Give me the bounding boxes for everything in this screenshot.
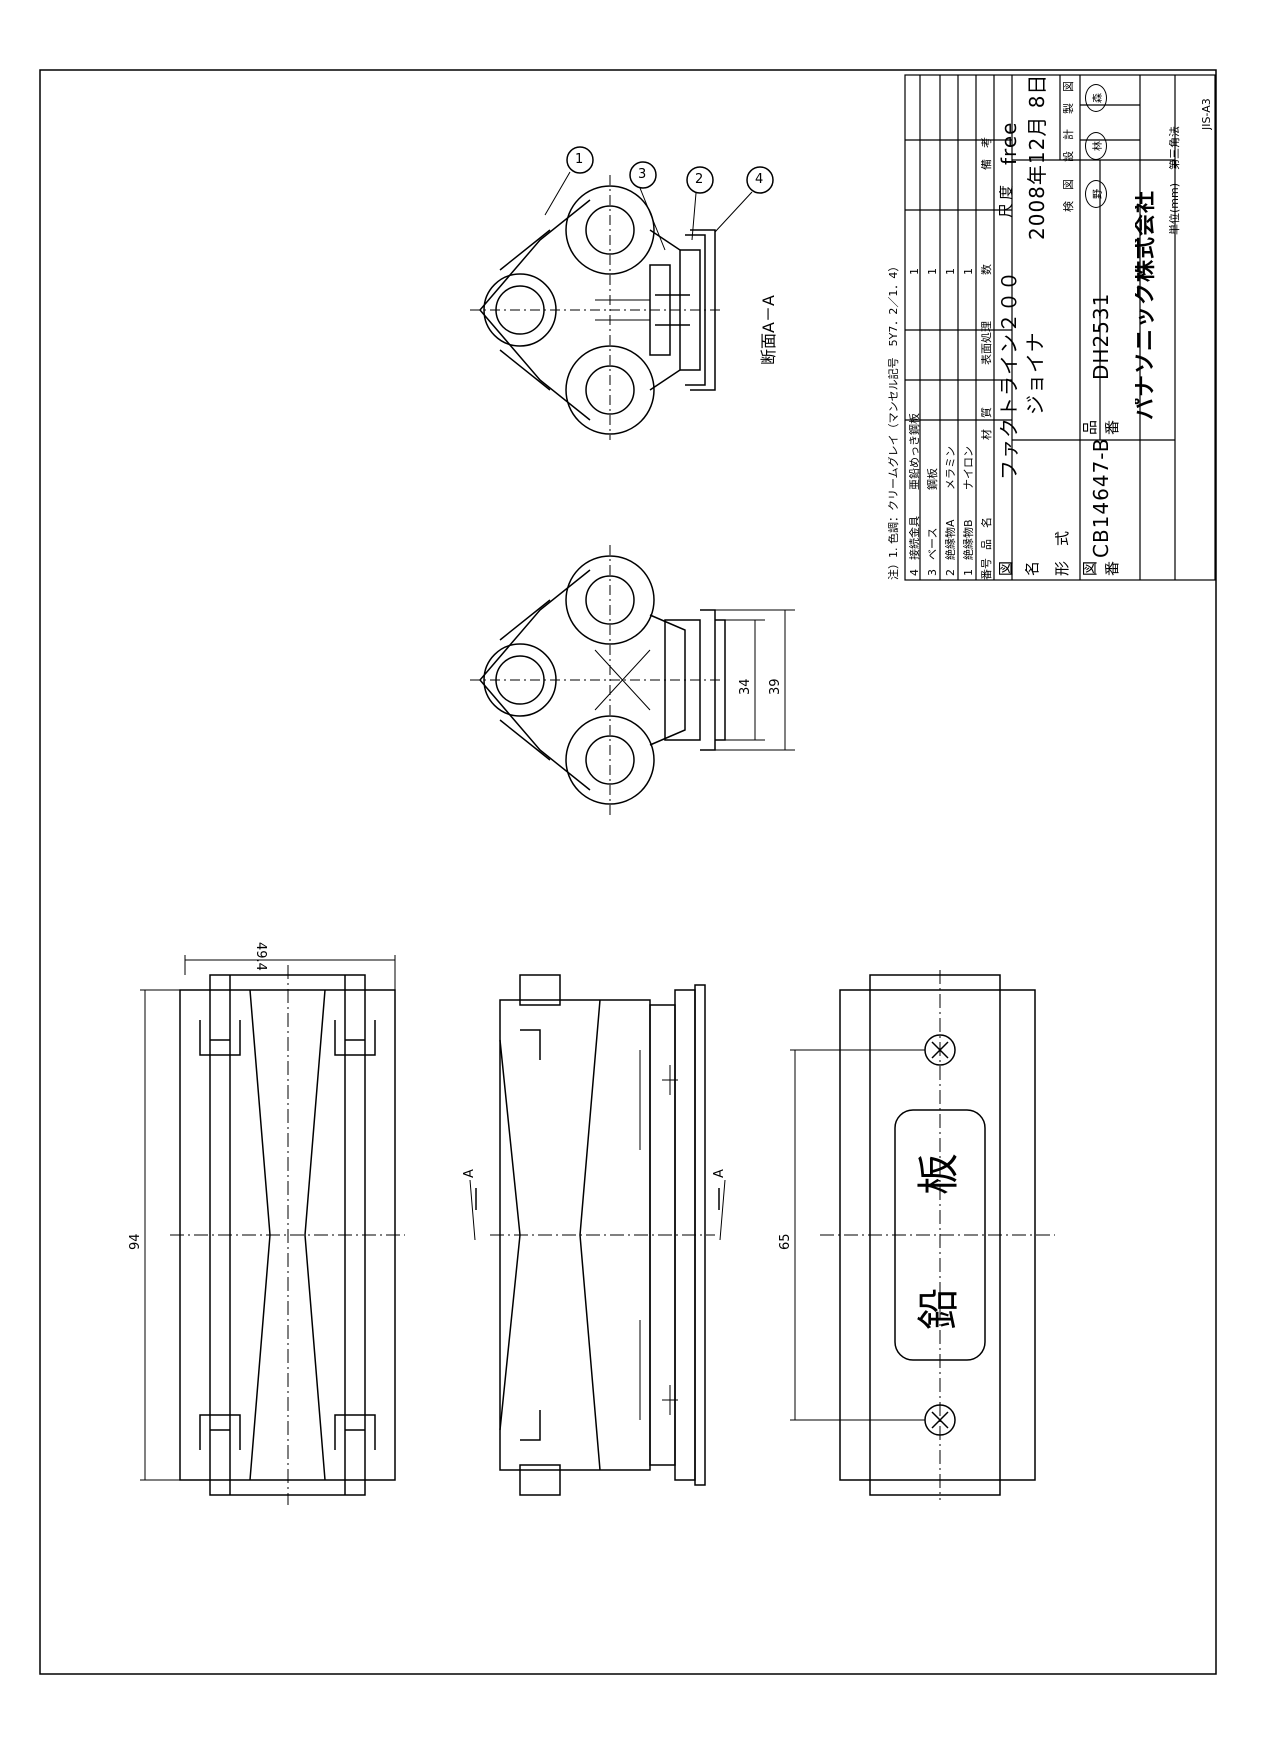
stamp-draft: 森 — [1085, 84, 1107, 112]
sheet-size: JIS-A3 — [1201, 98, 1212, 130]
dim-94: 94 — [128, 1233, 143, 1250]
check-label: 検 図 — [1063, 179, 1074, 212]
product-subname: ジョイナ — [1025, 331, 1045, 415]
dim-39: 39 — [768, 678, 783, 695]
dim-65: 65 — [778, 1233, 793, 1250]
part-row-4-name: 接続金具 — [909, 516, 920, 560]
plate-text-2: 板 — [914, 1152, 963, 1195]
part-row-1-material: ナイロン — [963, 446, 974, 490]
part-row-2-name: 絶縁物A — [945, 519, 956, 560]
sheet-border — [39, 69, 1217, 1675]
scale-label-2: 度 — [999, 185, 1014, 200]
callout-4: 4 — [755, 172, 764, 187]
dim-34: 34 — [738, 678, 753, 695]
callout-3: 3 — [638, 167, 647, 182]
part-row-4-material: 亜鉛めっき鋼板 — [909, 413, 920, 490]
drawing-no: CB14647-B — [1091, 437, 1111, 558]
part-row-3-material: 鋼板 — [927, 468, 938, 490]
end-view — [470, 545, 795, 815]
company-name: パナソニック株式会社 — [1135, 189, 1157, 420]
callout-2: 2 — [695, 172, 704, 187]
stamp-design: 林 — [1085, 132, 1107, 160]
part-row-4-no: 4 — [909, 569, 920, 576]
part-no-label-2: 番 — [1105, 420, 1120, 435]
parts-header-remarks: 備 考 — [981, 137, 992, 170]
stamp-check: 野 — [1085, 180, 1107, 208]
part-row-1-no: 1 — [963, 569, 974, 576]
title-block-frame — [904, 74, 1216, 581]
side-view — [140, 955, 405, 1505]
projection-label: 第三角法 — [1169, 126, 1180, 170]
parts-header-name: 品 名 — [981, 517, 992, 550]
model-label: 形 式 — [1055, 531, 1070, 576]
parts-header-qty: 数 — [981, 264, 992, 275]
part-row-3-no: 3 — [927, 569, 938, 576]
part-row-4-qty: 1 — [909, 268, 920, 275]
parts-header-finish: 表面処理 — [981, 321, 992, 365]
top-view — [790, 970, 1055, 1500]
part-row-1-qty: 1 — [963, 268, 974, 275]
product-name: ファクトライン２００ — [999, 270, 1019, 480]
dim-49-4: 49.4 — [253, 942, 268, 971]
unit-label: 単位(mm) — [1169, 182, 1180, 235]
parts-header-material: 材 質 — [981, 407, 992, 440]
scale-value: free — [999, 121, 1019, 165]
drawing-name-label-2: 名 — [1025, 561, 1040, 576]
drawing-name-label-1: 図 — [999, 561, 1014, 576]
part-row-3-name: ベース — [927, 527, 938, 560]
date: 2008年12月 8日 — [1027, 73, 1047, 240]
parts-header-no: 番号 — [981, 558, 992, 580]
plate-text-1: 鉛 — [914, 1287, 963, 1330]
title-block: 注）1. 色調：クリームグレイ（マンセル記号 5Y7．2／1．4） 4 接続金具… — [885, 73, 1215, 580]
part-row-2-no: 2 — [945, 569, 956, 576]
note-line: 注）1. 色調：クリームグレイ（マンセル記号 5Y7．2／1．4） — [888, 260, 899, 580]
section-view — [470, 146, 774, 440]
section-mark-left: A — [462, 1169, 477, 1178]
section-label: 断面A－A — [759, 295, 778, 365]
design-label: 設 計 — [1063, 129, 1074, 162]
part-no: DH2531 — [1091, 292, 1111, 380]
scale-label-1: 尺 — [999, 203, 1014, 218]
part-row-2-material: メラミン — [945, 446, 956, 490]
part-row-3-qty: 1 — [927, 268, 938, 275]
part-row-1-name: 絶縁物B — [963, 519, 974, 560]
part-no-label-1: 品 — [1083, 420, 1098, 435]
section-mark-right: A — [712, 1169, 727, 1178]
drawing-no-label-2: 番 — [1105, 561, 1120, 576]
part-row-2-qty: 1 — [945, 268, 956, 275]
front-view — [469, 974, 726, 1496]
draft-label: 製 図 — [1063, 81, 1074, 114]
drawing-no-label-1: 図 — [1083, 561, 1098, 576]
callout-1: 1 — [575, 152, 584, 167]
